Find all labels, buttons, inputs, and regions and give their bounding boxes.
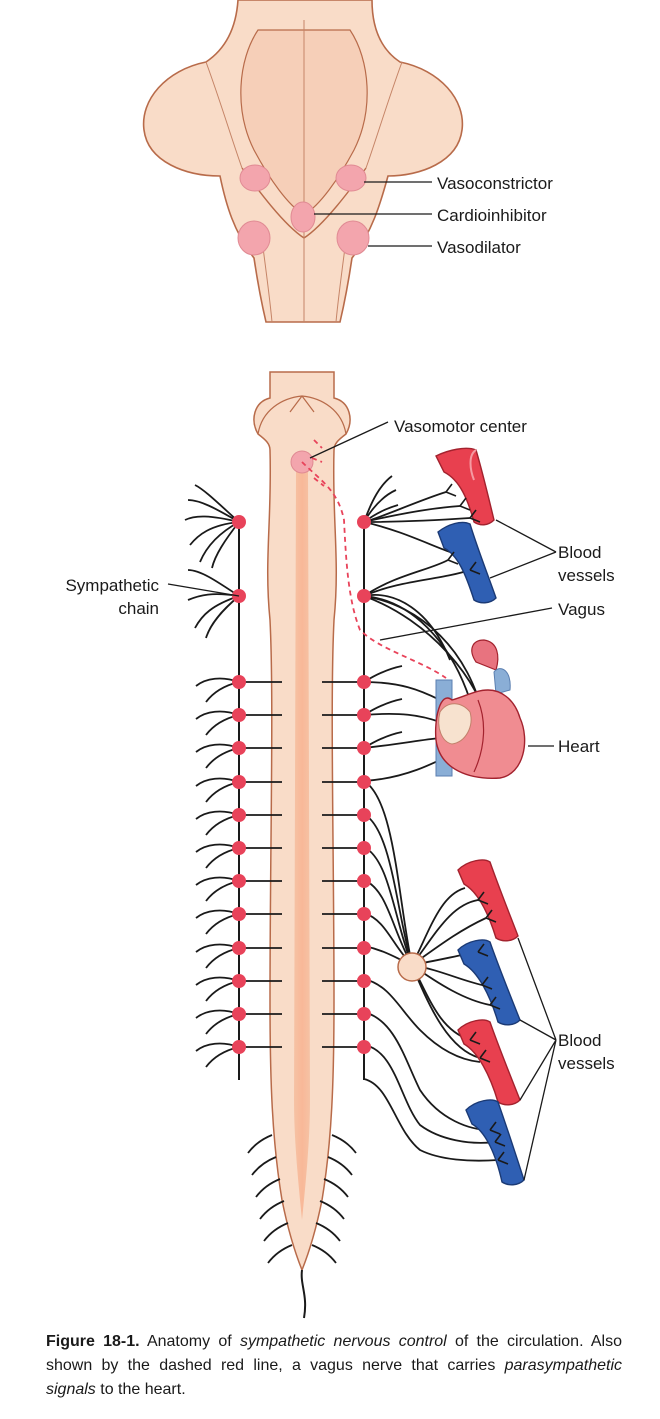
cord-bulb-cleft bbox=[289, 395, 315, 413]
ganglion-right bbox=[357, 808, 371, 822]
brainstem-peduncle-left bbox=[205, 61, 243, 169]
blood-vessels-top-leader bbox=[489, 519, 557, 579]
filum-terminale bbox=[300, 1269, 307, 1319]
sympathetic-chain-leader bbox=[167, 583, 240, 597]
lower-vein-1 bbox=[457, 939, 521, 1026]
cauda-nerve-left bbox=[267, 1244, 293, 1264]
vagus-nerve bbox=[301, 439, 447, 679]
cauda-nerve-right bbox=[327, 1156, 353, 1176]
lower-root-nerves bbox=[363, 978, 499, 1162]
vasodilator-nucleus-left bbox=[237, 220, 271, 256]
vasomotor-center-label: Vasomotor center bbox=[394, 417, 527, 436]
ganglion-left bbox=[232, 775, 246, 789]
ganglion-left bbox=[232, 708, 246, 722]
ganglion-right bbox=[357, 874, 371, 888]
aortic-arch bbox=[471, 639, 499, 671]
lower-artery-1 bbox=[457, 859, 519, 942]
cauda-nerve-left bbox=[259, 1200, 285, 1220]
top-vessel-nerve-endings bbox=[445, 483, 481, 575]
pulmonary-artery bbox=[493, 668, 511, 695]
ganglion-right bbox=[357, 841, 371, 855]
top-artery bbox=[435, 447, 495, 526]
ganglion-right bbox=[357, 741, 371, 755]
heart-illustration bbox=[434, 639, 526, 779]
cauda-nerve-left bbox=[251, 1156, 277, 1176]
vasodilator-label: Vasodilator bbox=[437, 238, 521, 257]
ganglion-left bbox=[232, 874, 246, 888]
cauda-nerve-right bbox=[319, 1200, 345, 1220]
top-vein bbox=[437, 521, 497, 604]
cord-core bbox=[294, 470, 310, 1220]
ganglion-left bbox=[232, 808, 246, 822]
sympathetic-anatomy-figure: Vasoconstrictor Cardioinhibitor Vasodila… bbox=[65, 0, 615, 1319]
ganglion-left bbox=[232, 974, 246, 988]
right-atrium bbox=[438, 703, 472, 745]
ganglion-left bbox=[232, 907, 246, 921]
blood-vessels-bottom-leader bbox=[517, 937, 557, 1181]
left-spinal-nerves bbox=[195, 677, 240, 1068]
ganglion-right bbox=[357, 907, 371, 921]
ganglion-left bbox=[232, 1007, 246, 1021]
label-leaders bbox=[167, 421, 557, 1181]
ganglion-left bbox=[232, 841, 246, 855]
ganglion-right bbox=[357, 675, 371, 689]
interventricular-groove bbox=[473, 699, 485, 773]
figure-number: Figure 18-1. bbox=[46, 1333, 140, 1350]
cauda-nerve-right bbox=[323, 1178, 349, 1198]
brainstem: Vasoconstrictor Cardioinhibitor Vasodila… bbox=[142, 0, 553, 323]
ganglion-left bbox=[232, 941, 246, 955]
cauda-nerve-right bbox=[315, 1222, 341, 1242]
blood-vessels-top-label-line1: Blood bbox=[558, 543, 601, 562]
ganglion-right bbox=[357, 974, 371, 988]
ganglion-right bbox=[357, 1007, 371, 1021]
cauda-equina bbox=[247, 1134, 357, 1264]
ganglion-left bbox=[232, 741, 246, 755]
caption-text-2: of the circulation. Also shown by the da… bbox=[46, 1333, 623, 1374]
blood-vessels-bottom-label-line1: Blood bbox=[558, 1031, 601, 1050]
caption-emphasis-1: sympathetic nervous control bbox=[239, 1333, 447, 1350]
blood-vessels-top-label-line2: vessels bbox=[558, 566, 615, 585]
vasoconstrictor-nucleus-right bbox=[335, 164, 367, 192]
sympathetic-chain-label-line1: Sympathetic bbox=[65, 576, 159, 595]
ganglion-left bbox=[232, 515, 246, 529]
heart-label: Heart bbox=[558, 737, 600, 756]
ganglion-right bbox=[357, 941, 371, 955]
ganglion-left bbox=[232, 1040, 246, 1054]
lower-vessel-nerve-endings bbox=[469, 891, 509, 1165]
caption-text-1: Anatomy of bbox=[139, 1333, 240, 1350]
ganglion-right bbox=[357, 708, 371, 722]
figure-caption: Figure 18-1. Anatomy of sympathetic nerv… bbox=[46, 1330, 622, 1402]
ganglion-right bbox=[357, 1040, 371, 1054]
vagus-label: Vagus bbox=[558, 600, 605, 619]
cauda-nerve-left bbox=[263, 1222, 289, 1242]
vasomotor-center-leader bbox=[309, 421, 389, 459]
left-nerve-fans bbox=[184, 484, 240, 639]
vasoconstrictor-nucleus-left bbox=[239, 164, 271, 192]
sympathetic-chain-label-line2: chain bbox=[118, 599, 159, 618]
ganglion-left bbox=[232, 675, 246, 689]
ganglion-right bbox=[357, 515, 371, 529]
cauda-nerve-left bbox=[255, 1178, 281, 1198]
brainstem-peduncle-right bbox=[365, 61, 403, 169]
sympathetic-ganglia bbox=[232, 515, 371, 1054]
prevertebral-ganglion bbox=[397, 952, 427, 982]
vasoconstrictor-label: Vasoconstrictor bbox=[437, 174, 553, 193]
cauda-nerve-right bbox=[331, 1134, 357, 1154]
cardioinhibitor-nucleus bbox=[290, 201, 316, 233]
ganglion-right bbox=[357, 775, 371, 789]
vagus-leader bbox=[379, 607, 553, 641]
caption-emphasis-2: parasympathetic signals bbox=[46, 1357, 622, 1398]
cauda-nerve-left bbox=[247, 1134, 273, 1154]
ganglion-inputs bbox=[363, 780, 413, 966]
ganglion-right bbox=[357, 589, 371, 603]
vasodilator-nucleus-right bbox=[336, 220, 370, 256]
caption-text-3: to the heart. bbox=[95, 1381, 186, 1398]
cauda-nerve-right bbox=[311, 1244, 337, 1264]
spinal-cord bbox=[253, 371, 351, 1319]
cardioinhibitor-label: Cardioinhibitor bbox=[437, 206, 547, 225]
blood-vessels-bottom-label-line2: vessels bbox=[558, 1054, 615, 1073]
